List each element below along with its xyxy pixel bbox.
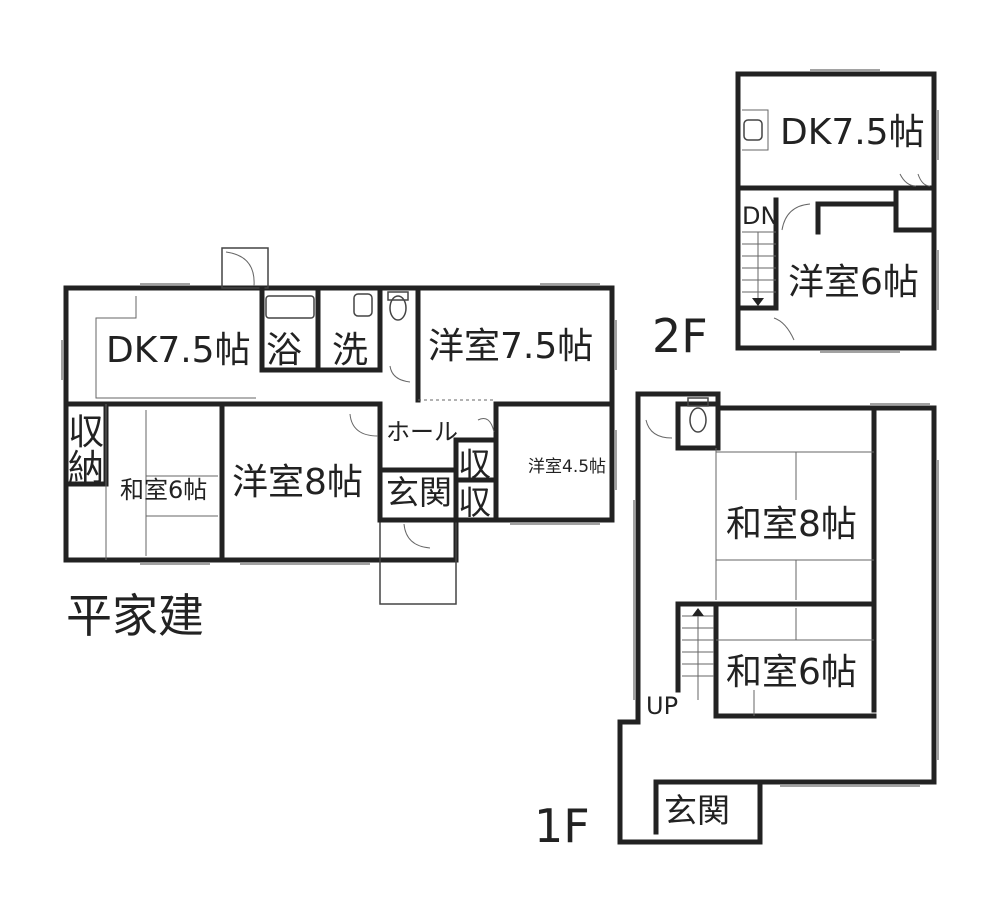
bungalow-plan: DK7.5帖 浴 洗 洋室7.5帖 収 納 和室6帖 洋室8帖 ホール 玄関 収… <box>61 247 617 643</box>
second-floor-outer-wall <box>735 71 937 351</box>
bungalow-entrance-label: 玄関 <box>386 473 452 512</box>
second-dk-label: DK7.5帖 <box>780 112 925 153</box>
closet-label-2: 収 <box>458 483 491 522</box>
storage-label-a: 収 <box>68 412 104 453</box>
bungalow-dk-label: DK7.5帖 <box>106 330 251 371</box>
first-entrance-label: 玄関 <box>664 791 730 830</box>
japanese-8-label: 和室8帖 <box>726 504 857 545</box>
bungalow-caption: 平家建 <box>66 589 204 643</box>
western-75-label: 洋室7.5帖 <box>428 326 593 367</box>
wash-label: 洗 <box>332 330 368 371</box>
western-8-label: 洋室8帖 <box>232 462 363 503</box>
hall-label: ホール <box>386 418 458 446</box>
first-floor-plan: 和室8帖 和室6帖 UP 玄関 1F <box>534 391 939 853</box>
first-floor-caption: 1F <box>534 799 590 853</box>
japanese-6-label: 和室6帖 <box>120 476 207 504</box>
up-label: UP <box>646 692 678 720</box>
second-floor-plan: DK7.5帖 DN 洋室6帖 2F <box>652 69 939 363</box>
back-porch <box>221 247 269 289</box>
western-45-label: 洋室4.5帖 <box>528 457 606 477</box>
first-floor-outer-wall <box>617 391 937 845</box>
second-western-6-label: 洋室6帖 <box>788 262 919 303</box>
second-floor-caption: 2F <box>652 309 708 363</box>
bath-label: 浴 <box>266 330 302 371</box>
storage-label-b: 納 <box>68 448 104 489</box>
down-label: DN <box>742 202 778 230</box>
closet-label-1: 収 <box>458 445 491 484</box>
first-japanese-6-label: 和室6帖 <box>726 652 857 693</box>
